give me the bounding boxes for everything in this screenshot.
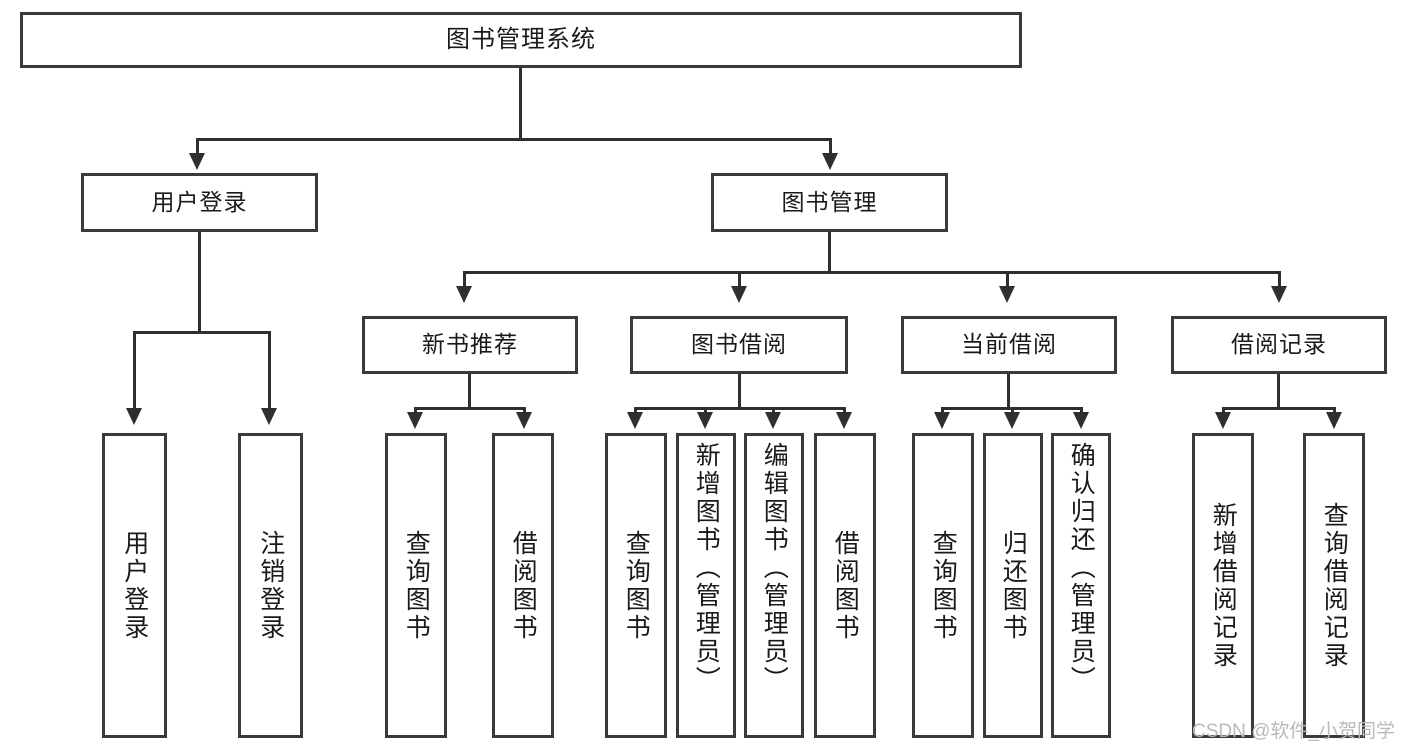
node-book-borrow-label: 图书借阅 <box>691 331 787 358</box>
node-current-borrow[interactable]: 当前借阅 <box>901 316 1117 374</box>
leaf-return-book-label: 归还图书 <box>999 529 1028 642</box>
connector-borrow-record-leaf2 <box>1333 407 1336 415</box>
arrow-to-book-manage <box>822 153 838 170</box>
arrow-borrow-record-leaf2 <box>1326 412 1342 429</box>
connector-borrow-record-bar <box>1222 407 1336 410</box>
node-root-system[interactable]: 图书管理系统 <box>20 12 1022 68</box>
leaf-query-book-2[interactable]: 查询图书 <box>605 433 667 738</box>
arrow-current-borrow-leaf2 <box>1004 412 1020 429</box>
node-root-label: 图书管理系统 <box>446 25 596 53</box>
node-borrow-record[interactable]: 借阅记录 <box>1171 316 1387 374</box>
leaf-add-book-admin[interactable]: 新增图书（管理员） <box>676 433 736 738</box>
connector-book-borrow-stem <box>738 374 741 410</box>
node-current-borrow-label: 当前借阅 <box>961 331 1057 358</box>
arrow-book-borrow-leaf3 <box>765 412 781 429</box>
leaf-query-book-3[interactable]: 查询图书 <box>912 433 974 738</box>
leaf-query-book-1-label: 查询图书 <box>402 529 431 642</box>
connector-new-book-leaf1 <box>414 407 417 415</box>
connector-new-book-leaf2 <box>523 407 526 415</box>
arrow-to-borrow-record <box>1271 286 1287 303</box>
csdn-watermark: CSDN @软件_小贺同学 <box>1192 721 1395 742</box>
arrow-user-login-leaf1 <box>126 408 142 425</box>
leaf-query-book-1[interactable]: 查询图书 <box>385 433 447 738</box>
arrow-current-borrow-leaf1 <box>934 412 950 429</box>
arrow-new-book-leaf2 <box>516 412 532 429</box>
connector-user-login-leaf1 <box>133 331 136 411</box>
arrow-book-borrow-leaf4 <box>836 412 852 429</box>
leaf-add-borrow-record[interactable]: 新增借阅记录 <box>1192 433 1254 738</box>
connector-book-manage-stem <box>828 232 831 274</box>
leaf-borrow-book-2-label: 借阅图书 <box>831 529 860 642</box>
arrow-to-user-login <box>189 153 205 170</box>
connector-user-login-leaf2 <box>268 331 271 411</box>
connector-book-borrow-leaf1 <box>634 407 637 415</box>
leaf-confirm-return-admin[interactable]: 确认归还（管理员） <box>1051 433 1111 738</box>
leaf-borrow-book-2[interactable]: 借阅图书 <box>814 433 876 738</box>
arrow-user-login-leaf2 <box>261 408 277 425</box>
connector-user-login-stem <box>198 232 201 333</box>
leaf-query-book-3-label: 查询图书 <box>929 529 958 642</box>
connector-to-book-borrow <box>738 271 741 289</box>
connector-root-stem <box>519 68 522 140</box>
connector-book-manage-bar <box>463 271 1281 274</box>
connector-book-borrow-leaf3 <box>772 407 775 415</box>
connector-current-borrow-stem <box>1007 374 1010 410</box>
leaf-edit-book-admin[interactable]: 编辑图书（管理员） <box>744 433 804 738</box>
node-borrow-record-label: 借阅记录 <box>1231 331 1327 358</box>
node-new-book-recommend-label: 新书推荐 <box>422 331 518 358</box>
connector-book-borrow-bar <box>634 407 846 410</box>
node-book-borrow[interactable]: 图书借阅 <box>630 316 848 374</box>
leaf-query-borrow-record-label: 查询借阅记录 <box>1320 501 1349 670</box>
connector-book-borrow-leaf2 <box>704 407 707 415</box>
connector-book-borrow-leaf4 <box>843 407 846 415</box>
connector-new-book-bar <box>414 407 526 410</box>
leaf-edit-book-admin-label: 编辑图书（管理员） <box>760 442 789 694</box>
node-new-book-recommend[interactable]: 新书推荐 <box>362 316 578 374</box>
connector-to-borrow-record <box>1278 271 1281 289</box>
leaf-borrow-book-1[interactable]: 借阅图书 <box>492 433 554 738</box>
connector-user-login-bar <box>133 331 271 334</box>
connector-to-new-book <box>463 271 466 289</box>
connector-current-borrow-leaf1 <box>941 407 944 415</box>
node-user-login-label: 用户登录 <box>151 188 248 215</box>
arrow-borrow-record-leaf1 <box>1215 412 1231 429</box>
connector-to-book-manage <box>829 138 832 156</box>
connector-to-user-login <box>196 138 199 156</box>
leaf-user-login[interactable]: 用户登录 <box>102 433 167 738</box>
connector-current-borrow-leaf3 <box>1080 407 1083 415</box>
connector-borrow-record-leaf1 <box>1222 407 1225 415</box>
node-user-login[interactable]: 用户登录 <box>81 173 318 232</box>
leaf-logout-label: 注销登录 <box>256 529 285 642</box>
connector-new-book-stem <box>468 374 471 410</box>
node-book-manage[interactable]: 图书管理 <box>711 173 948 232</box>
leaf-add-book-admin-label: 新增图书（管理员） <box>692 442 721 694</box>
leaf-confirm-return-admin-label: 确认归还（管理员） <box>1067 442 1096 694</box>
leaf-logout[interactable]: 注销登录 <box>238 433 303 738</box>
arrow-book-borrow-leaf1 <box>627 412 643 429</box>
connector-current-borrow-leaf2 <box>1011 407 1014 415</box>
arrow-book-borrow-leaf2 <box>697 412 713 429</box>
node-book-manage-label: 图书管理 <box>781 188 878 215</box>
leaf-add-borrow-record-label: 新增借阅记录 <box>1209 501 1238 670</box>
arrow-to-book-borrow <box>731 286 747 303</box>
arrow-current-borrow-leaf3 <box>1073 412 1089 429</box>
leaf-user-login-label: 用户登录 <box>120 529 149 642</box>
connector-to-current-borrow <box>1006 271 1009 289</box>
arrow-new-book-leaf1 <box>407 412 423 429</box>
leaf-query-borrow-record[interactable]: 查询借阅记录 <box>1303 433 1365 738</box>
arrow-to-current-borrow <box>999 286 1015 303</box>
leaf-return-book[interactable]: 归还图书 <box>983 433 1043 738</box>
connector-root-bar <box>196 138 832 141</box>
connector-borrow-record-stem <box>1277 374 1280 410</box>
arrow-to-new-book <box>456 286 472 303</box>
leaf-query-book-2-label: 查询图书 <box>622 529 651 642</box>
leaf-borrow-book-1-label: 借阅图书 <box>509 529 538 642</box>
